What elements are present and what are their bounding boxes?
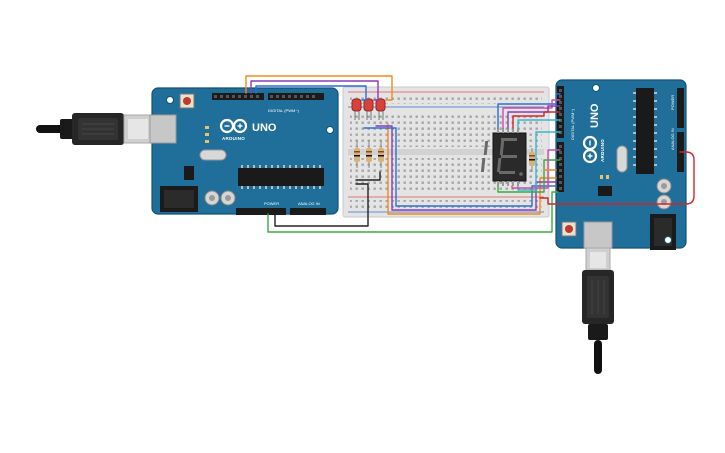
resistor-1[interactable] — [354, 140, 360, 168]
uno-model-text: UNO — [589, 103, 601, 128]
arduino-logo-icon — [582, 135, 598, 164]
resistor-4[interactable] — [529, 148, 535, 172]
wire-red-1[interactable] — [512, 111, 561, 129]
wire-red-2[interactable] — [539, 151, 695, 205]
wire-orange-1[interactable] — [245, 75, 393, 101]
wire-pink-1[interactable] — [502, 99, 561, 129]
wire-blue-3[interactable] — [497, 93, 561, 129]
uno-model-text: UNO — [252, 122, 277, 134]
wire-black-1[interactable] — [274, 183, 369, 227]
digital-header-label: DIGITAL (PWM~) — [268, 108, 300, 113]
wire-pink-2[interactable] — [511, 149, 561, 189]
led-red-2[interactable] — [363, 98, 374, 120]
seven-segment-display[interactable] — [480, 128, 527, 186]
resistor-2[interactable] — [366, 140, 372, 168]
power-header-label: POWER — [670, 95, 675, 110]
led-red-3[interactable] — [375, 98, 386, 120]
led-red-1[interactable] — [351, 98, 362, 120]
analog-header-label: ANALOG IN — [298, 201, 320, 206]
power-header-label: POWER — [264, 201, 279, 206]
wire-purple-2[interactable] — [375, 125, 557, 211]
wire-blue-1[interactable] — [255, 85, 367, 101]
wire-green-2[interactable] — [497, 159, 561, 193]
wire-orange-2[interactable] — [387, 123, 557, 215]
wire-purple-1[interactable] — [250, 80, 379, 101]
digital-header-label: DIGITAL (PWM~) — [570, 108, 575, 140]
analog-header-label: ANALOG IN — [670, 128, 675, 150]
usb-cable-right[interactable] — [582, 247, 614, 374]
arduino-brand-text: ARDUINO — [222, 136, 245, 141]
wire-cyan-1[interactable] — [517, 119, 561, 129]
arduino-brand-text: ARDUINO — [600, 139, 605, 162]
arduino-uno-right[interactable]: UNO ARDUINO DIGITAL (PWM~) POWER ANALOG … — [555, 79, 687, 250]
seven-segment-digit — [480, 138, 523, 176]
wire-black-2[interactable] — [355, 171, 381, 181]
arduino-logo-icon — [219, 118, 248, 134]
arduino-uno-left[interactable]: DIGITAL (PWM~) ARDUINO UNO — [149, 87, 339, 215]
usb-cable-left[interactable] — [36, 113, 153, 145]
wire-green-1[interactable] — [267, 191, 559, 233]
resistor-3[interactable] — [378, 140, 384, 168]
